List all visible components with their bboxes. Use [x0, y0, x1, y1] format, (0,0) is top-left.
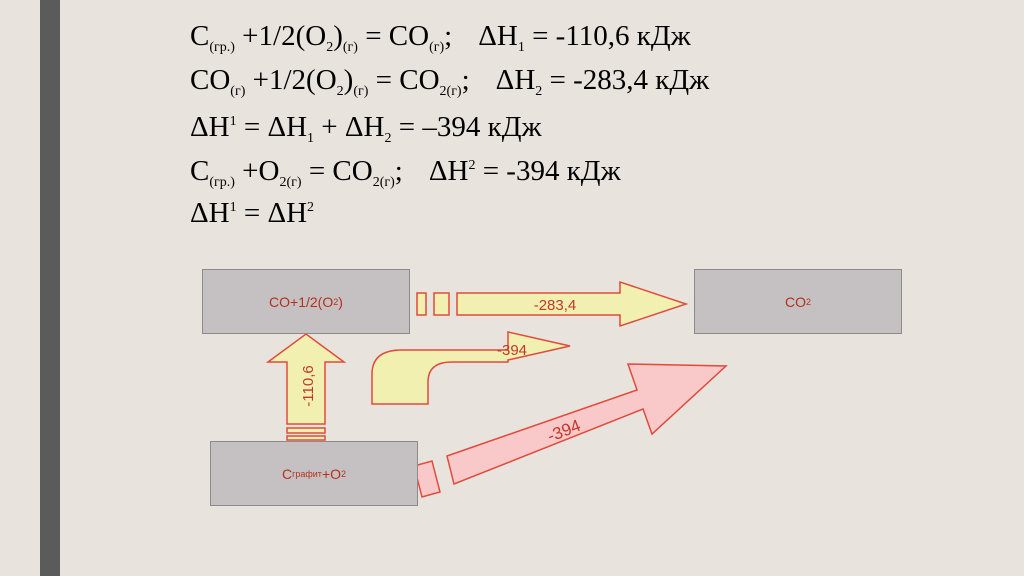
equation-4: C(гр.) +O2(г) = CO2(г);ΔH2 = -394 кДж: [190, 155, 621, 190]
diagonal-arrow: [446, 363, 728, 486]
up-arrow-label: -110,6: [300, 365, 317, 406]
up-arrow-stripe-2: [286, 435, 326, 441]
right-arrow-stripe-1: [416, 292, 427, 316]
curved-arrow: [371, 331, 571, 405]
up-arrow: [265, 333, 347, 425]
equation-5: ΔH1 = ΔH2: [190, 197, 315, 229]
side-bar: [40, 0, 60, 576]
right-arrow: [456, 280, 689, 328]
equation-1: C(гр.) +1/2(O2)(г) = CO(г);ΔH1 = -110,6 …: [190, 20, 691, 55]
equation-3: ΔH1 = ΔH1 + ΔH2 = –394 кДж: [190, 111, 542, 146]
right-arrow-label: -283,4: [534, 297, 577, 314]
diag-arrow-stripe-2: [413, 460, 441, 498]
up-arrow-stripe-1: [286, 427, 326, 434]
curved-arrow-label: -394: [497, 342, 527, 359]
right-arrow-stripe-2: [433, 292, 450, 316]
equation-2: CO(г) +1/2(O2)(г) = CO2(г);ΔH2 = -283,4 …: [190, 64, 710, 99]
